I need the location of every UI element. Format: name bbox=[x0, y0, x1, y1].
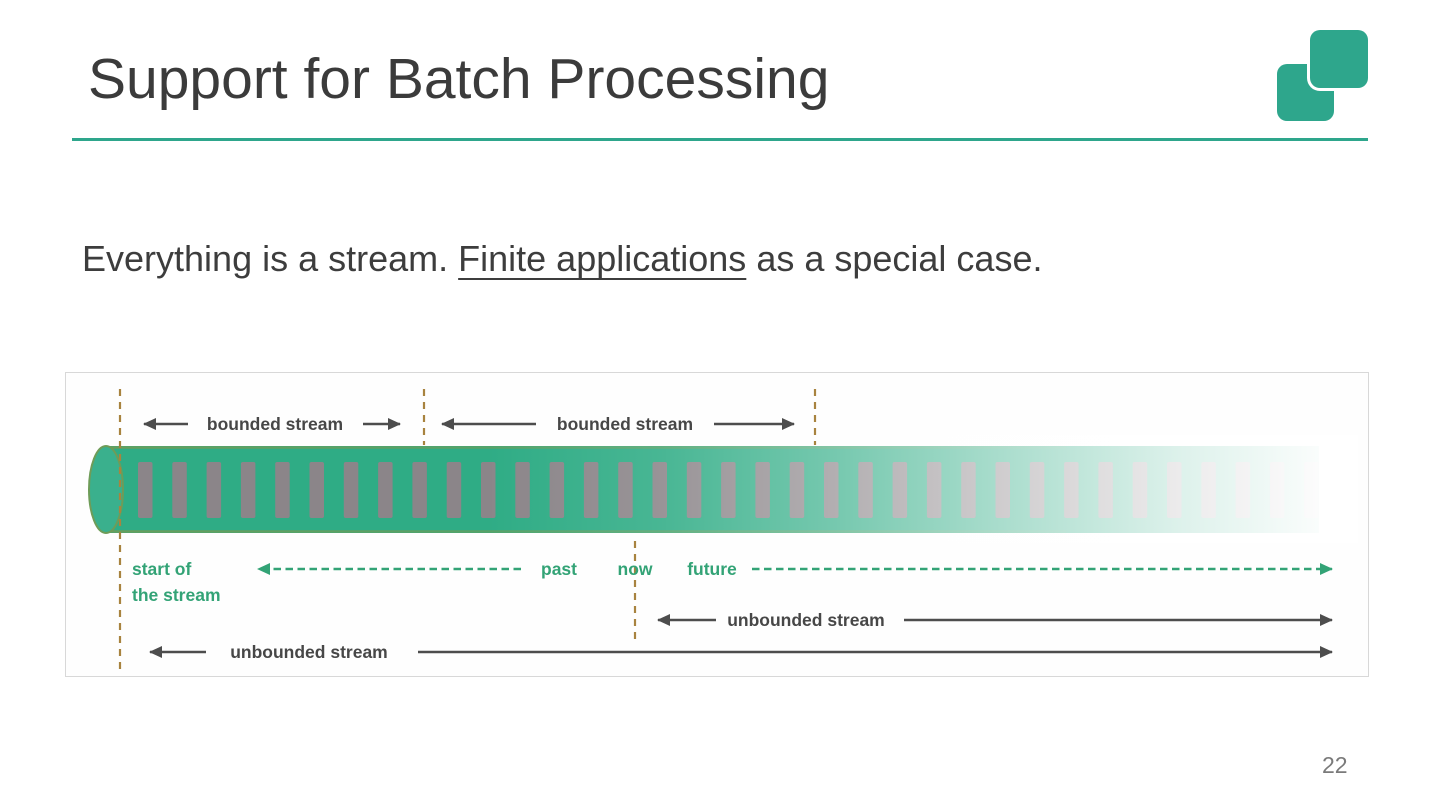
body-text-prefix: Everything is a stream. bbox=[82, 238, 459, 279]
page-number: 22 bbox=[1322, 752, 1348, 778]
title-underline-rule bbox=[72, 138, 1368, 141]
stream-record-bar bbox=[343, 462, 359, 518]
unbounded-stream-lower-label: unbounded stream bbox=[230, 642, 388, 662]
now-label: now bbox=[618, 559, 653, 579]
start-of-stream-label-line2: the stream bbox=[132, 585, 221, 605]
bounded-stream-right-label: bounded stream bbox=[557, 414, 693, 434]
stream-record-bar bbox=[240, 462, 256, 518]
finite-applications-link[interactable]: Finite applications bbox=[458, 238, 747, 279]
stream-timeline-diagram: bounded stream bounded stream start of t… bbox=[65, 372, 1369, 677]
body-text-suffix: as a special case. bbox=[746, 238, 1043, 279]
stream-record-bar bbox=[378, 462, 393, 518]
slide-title: Support for Batch Processing bbox=[88, 47, 830, 111]
body-text: Everything is a stream. Finite applicati… bbox=[82, 238, 1042, 280]
bounded-stream-annotations: bounded stream bounded stream bbox=[143, 414, 795, 434]
start-of-stream-label-line1: start of bbox=[132, 559, 191, 579]
cylinder-fade-overlay bbox=[486, 435, 1358, 543]
stream-record-bar bbox=[172, 462, 187, 518]
past-label: past bbox=[541, 559, 577, 579]
logo-square-front-icon bbox=[1310, 30, 1368, 88]
unbounded-stream-upper-label: unbounded stream bbox=[727, 610, 885, 630]
stream-record-bar bbox=[138, 462, 153, 518]
timeline-annotations: start of the stream past now future bbox=[132, 559, 1333, 605]
flink-squares-logo bbox=[1270, 20, 1380, 130]
stream-record-bar bbox=[309, 462, 324, 518]
future-label: future bbox=[687, 559, 737, 579]
unbounded-stream-annotations: unbounded stream unbounded stream bbox=[149, 610, 1333, 662]
boundary-guides bbox=[118, 389, 817, 674]
cylinder-cap bbox=[88, 445, 124, 534]
stream-record-bar bbox=[446, 462, 462, 518]
stream-cylinder bbox=[88, 435, 1358, 543]
bounded-stream-left-label: bounded stream bbox=[207, 414, 343, 434]
stream-timeline-svg: bounded stream bounded stream start of t… bbox=[88, 389, 1358, 674]
stream-record-bar bbox=[206, 462, 222, 518]
stream-record-bar bbox=[275, 462, 290, 518]
stream-record-bar bbox=[412, 462, 427, 518]
